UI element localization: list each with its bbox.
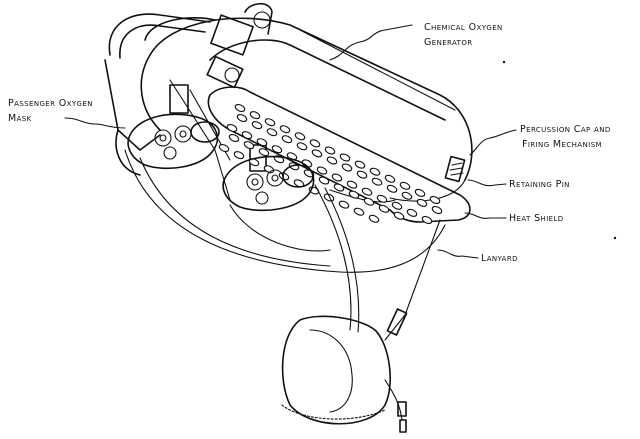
shield-perforation [309,139,321,148]
leader-lines [64,24,517,259]
shield-perforation [368,214,380,223]
top-tubing [108,2,273,59]
shield-perforation [356,170,368,179]
shield-perforation [431,206,443,214]
shield-perforation [266,128,278,137]
oxygen-mask-upper [127,113,220,170]
shield-perforation [363,197,375,206]
shield-perforation [256,138,268,147]
shield-perforation [338,200,350,209]
shield-perforation [348,190,360,199]
stray-mark [613,236,617,240]
shield-perforation [341,163,353,172]
shield-perforation [243,141,255,150]
shield-perforation [376,194,388,203]
shield-perforation [399,181,411,190]
shield-perforation [241,131,253,140]
shield-perforation [323,193,335,202]
label-heat-shield: Heat Shield [509,213,564,224]
shield-perforation [236,114,248,122]
shield-perforation [228,134,240,142]
shield-perforation [233,151,245,160]
label-retaining-pin: Retaining Pin [509,179,570,190]
shield-perforation [271,145,283,154]
stray-mark [502,60,506,64]
shield-perforation [331,173,343,182]
shield-perforation [429,196,441,204]
shield-perforation [371,177,383,186]
shield-perforation [416,198,428,207]
mounting-bracket [104,59,231,201]
firing-hardware [444,155,466,183]
shield-perforation [326,156,338,165]
shield-perforation [421,216,433,224]
shield-perforation [354,160,366,169]
shield-perforation [384,174,396,183]
label-chemical-oxygen-generator: Chemical Oxygen Generator [424,22,506,48]
shield-perforation [318,176,330,185]
shield-perforation [218,144,230,152]
shield-perforation [324,146,336,155]
shield-perforation [264,118,276,127]
shield-perforation [353,207,365,216]
shield-perforation [316,166,328,175]
oxygen-mask-lower [222,155,315,212]
shield-perforation [294,132,306,141]
shield-perforation [361,187,373,196]
label-percussion-cap: Percussion Cap and Firing Mechanism [520,124,614,150]
shield-perforation [311,149,323,158]
shield-perforation [281,135,293,144]
lanyard-cord [384,219,441,341]
shield-perforation [378,204,390,213]
shield-perforation [333,183,345,192]
shield-perforation [226,124,238,132]
connecting-cords [124,149,446,333]
shield-perforation [391,201,403,210]
valve-fittings [169,55,267,172]
heat-shield-plate [207,86,471,224]
shield-perforation [249,111,261,120]
shield-perforation [346,180,358,189]
shield-perforation [296,142,308,151]
shield-perforation [258,148,270,157]
shield-perforation [339,153,351,162]
reservoir-bag [281,315,407,433]
shield-perforation [369,167,381,176]
shield-perforation [393,211,405,220]
label-passenger-oxygen-mask: Passenger Oxygen Mask [8,98,96,124]
shield-perforation [279,125,291,134]
label-lanyard: Lanyard [481,253,518,264]
shield-perforation [414,188,426,197]
shield-perforation [406,208,418,217]
shield-perforation [234,104,246,112]
shield-perforation [386,184,398,193]
shield-perforation [401,191,413,200]
shield-perforation [251,121,263,130]
